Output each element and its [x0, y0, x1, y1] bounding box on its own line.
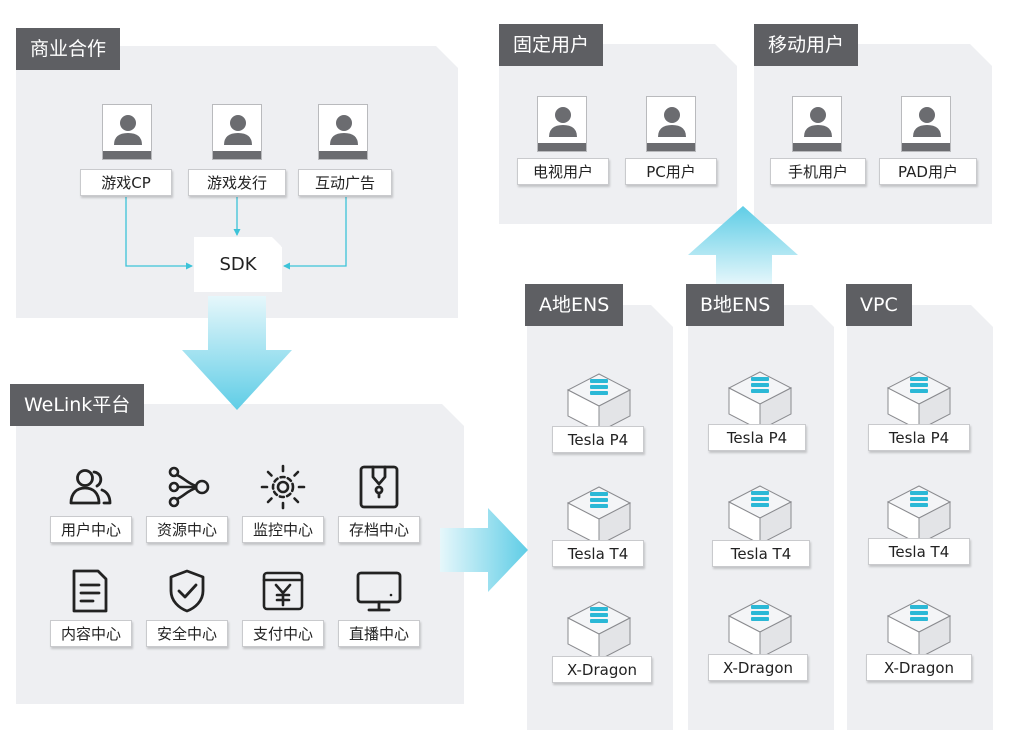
user-avatar-icon: [901, 96, 951, 152]
user-label-phone: 手机用户: [770, 158, 866, 185]
user-avatar-icon: [792, 96, 842, 152]
fixed-users-title: 固定用户: [499, 24, 604, 66]
connector-cp: [125, 197, 193, 270]
server-cube-icon: [727, 599, 793, 659]
center-label-archive: 存档中心: [338, 516, 420, 543]
center-label-payment: 支付中心: [242, 620, 324, 647]
center-label-monitoring: 监控中心: [242, 516, 324, 543]
gear-monitor-icon: [260, 464, 306, 510]
server-cube-icon: [566, 373, 632, 433]
partner-label-publish: 游戏发行: [188, 169, 286, 196]
center-label-live: 直播中心: [338, 620, 420, 647]
center-label-content: 内容中心: [50, 620, 132, 647]
document-icon: [72, 569, 108, 613]
server-cube-icon: [566, 486, 632, 546]
server-label: Tesla T4: [712, 540, 810, 567]
partner-label-ads: 互动广告: [298, 169, 392, 196]
arrow-up: [688, 206, 798, 285]
server-cube-icon: [727, 371, 793, 431]
user-label-pc: PC用户: [625, 158, 717, 185]
users-icon: [69, 469, 112, 505]
business-title: 商业合作: [16, 28, 121, 70]
server-cube-icon: [886, 599, 952, 659]
mobile-users-title: 移动用户: [754, 24, 859, 66]
user-label-pad: PAD用户: [879, 158, 977, 185]
center-label-security: 安全中心: [146, 620, 228, 647]
archive-box-icon: [359, 465, 399, 509]
arrow-right: [440, 508, 528, 592]
server-label: Tesla P4: [552, 426, 644, 453]
cluster-a-title: A地ENS: [525, 284, 624, 326]
shield-icon: [169, 569, 205, 613]
user-avatar-icon: [212, 104, 262, 160]
user-avatar-icon: [646, 96, 696, 152]
server-cube-icon: [566, 601, 632, 661]
user-avatar-icon: [102, 104, 152, 160]
user-label-tv: 电视用户: [517, 158, 609, 185]
server-cube-icon: [727, 485, 793, 545]
arrow-down: [182, 296, 292, 410]
network-icon: [168, 466, 210, 508]
user-avatar-icon: [318, 104, 368, 160]
connector-ads: [283, 197, 347, 270]
cluster-b-title: B地ENS: [686, 284, 785, 326]
partner-label-cp: 游戏CP: [80, 169, 172, 196]
server-label: Tesla P4: [708, 424, 806, 451]
user-avatar-icon: [537, 96, 587, 152]
monitor-icon: [356, 571, 402, 612]
server-label: X-Dragon: [866, 654, 972, 681]
platform-panel: [16, 404, 464, 704]
server-cube-icon: [886, 485, 952, 545]
server-label: Tesla T4: [552, 540, 644, 567]
server-label: X-Dragon: [708, 654, 808, 681]
sdk-box: SDK: [194, 237, 282, 292]
cluster-vpc-title: VPC: [846, 284, 912, 326]
yen-payment-icon: [262, 571, 304, 611]
server-label: Tesla P4: [868, 424, 970, 451]
server-cube-icon: [886, 371, 952, 431]
server-label: Tesla T4: [868, 538, 970, 565]
server-label: X-Dragon: [552, 656, 652, 683]
center-label-resources: 资源中心: [146, 516, 228, 543]
center-label-users: 用户中心: [50, 516, 132, 543]
platform-title: WeLink平台: [10, 384, 145, 426]
